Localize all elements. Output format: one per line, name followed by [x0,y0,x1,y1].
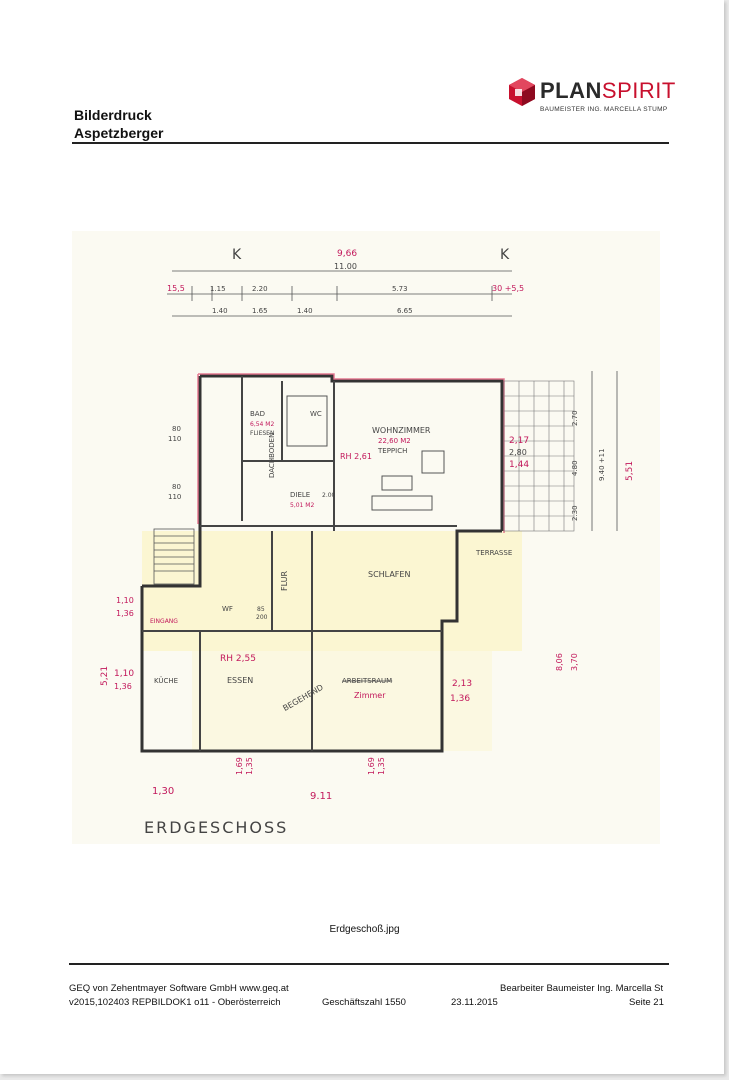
room-zimmer: Zimmer [354,691,386,700]
room-eingang: EINGANG [150,618,178,625]
right-stack-c: 1,44 [509,460,529,470]
room-kueche: KÜCHE [154,676,178,685]
right-far-b: 3,70 [570,653,579,671]
room-essen: ESSEN [227,676,253,685]
room-wc: WC [310,410,322,418]
vert-dim-b: 4.80 [571,460,579,476]
image-caption: Erdgeschoß.jpg [329,924,400,935]
dim-row2-seg2: 1.65 [252,307,268,315]
logo-wordmark: PLANSPIRIT [540,78,676,104]
bottom-mark-d: 1,35 [377,757,386,775]
right-stack-b: 2,80 [509,448,527,457]
dim-row2-seg1: 1.40 [212,307,228,315]
vert-dim-c: 2.30 [571,505,579,521]
room-left-d: 1,36 [114,682,132,691]
dim-top-total: 11.00 [334,262,357,271]
room-dachboden: DACHBODEN [268,433,276,478]
floor-plan-image: K K 9,66 11.00 15,5 1.15 2.20 5.73 30 +5… [72,231,660,844]
header-divider [72,142,669,144]
stairs [153,528,195,585]
logo-subtitle: BAUMEISTER ING. MARCELLA STUMP [540,106,668,113]
interior-walls [142,376,457,751]
dimension-lines-top [167,270,512,317]
planspirit-logo: PLANSPIRIT BAUMEISTER ING. MARCELLA STUM… [508,77,675,123]
footer-version: v2015,102403 REPBILDOK1 o11 - Oberösterr… [69,997,281,1008]
level-b-top: 110 [168,435,181,443]
level-a-top: 80 [172,425,181,433]
flur-dim-b: 200 [256,614,268,621]
vert-dim-a: 2.70 [571,410,579,426]
dim-row-seg4: 5.73 [392,285,408,293]
bottom-mark-c: 1,69 [367,757,376,775]
room-terrasse: TERRASSE [475,549,512,557]
dim-right-total: 9.40 +11 [598,448,606,481]
room-diele: DIELE [290,491,310,499]
terrace-area [503,380,575,532]
grid-mark-right: K [500,247,510,263]
dim-row-seg1: 15,5 [167,284,185,293]
room-right-b: 1,36 [450,694,470,704]
dim-bottom-total: 9.11 [310,791,332,802]
dim-left-red: 5,21 [100,666,110,686]
room-bad-area: 6,54 M2 [250,421,274,428]
logo-brand-part1: PLAN [540,78,602,103]
footer-file-number: Geschäftszahl 1550 [322,997,406,1008]
dim-row2-seg4: 6.65 [397,307,413,315]
header-title-line2: Aspetzberger [74,125,164,141]
dim-top-red: 9,66 [337,249,357,259]
room-left-a: 1,10 [116,596,134,605]
dim-bottom-left: 1,30 [152,786,174,797]
footer-software: GEQ von Zehentmayer Software GmbH www.ge… [69,983,289,994]
cube-logo-icon [509,78,535,106]
room-arbeitsraum: ARBEITSRAUM [342,677,392,685]
room-wohnzimmer: WOHNZIMMER [372,426,431,435]
right-stack-a: 2,17 [509,436,529,446]
dim-row-seg3: 2.20 [252,285,268,293]
living-room-furniture [286,395,445,511]
footer-divider [69,963,669,965]
outer-walls [140,374,504,753]
room-right-a: 2,13 [452,679,472,689]
level-a-mid: 80 [172,483,181,491]
room-bad: BAD [250,410,265,418]
room-flur: FLUR [280,570,289,591]
room-left-c: 1,10 [114,669,134,679]
level-b-mid: 110 [168,493,181,501]
flur-dim-a: 85 [257,606,265,613]
bottom-mark-a: 1,69 [235,757,244,775]
room-wohnzimmer-floor: TEPPICH [377,447,407,455]
dim-row-seg5: 30 +5,5 [492,284,524,293]
room-bad-floor: FLIESEN [250,430,274,437]
dimension-lines-right [591,371,618,531]
floor-plan-drawing: K K 9,66 11.00 15,5 1.15 2.20 5.73 30 +5… [100,247,635,837]
dim-row-seg2: 1.15 [210,285,226,293]
footer-page: Seite 21 [629,997,664,1008]
room-diele-dims: 2.00 [322,492,336,499]
room-wf: WF [222,605,233,613]
logo-brand-part2: SPIRIT [601,78,676,103]
bottom-mark-b: 1,35 [245,757,254,775]
room-diele-area: 5,01 M2 [290,502,314,509]
footer-editor: Bearbeiter Baumeister Ing. Marcella St [500,983,664,994]
plan-title: ERDGESCHOSS [144,818,288,837]
grid-mark-left: K [232,247,242,263]
footer-date: 23.11.2015 [451,997,498,1008]
room-left-b: 1,36 [116,609,134,618]
ceiling-height-top: RH 2,61 [340,452,372,461]
header-title-line1: Bilderdruck [74,107,152,123]
ceiling-height-bottom: RH 2,55 [220,654,256,664]
room-schlafen: SCHLAFEN [368,570,410,579]
paper-tint [192,651,492,751]
dim-right-red: 5,51 [625,461,635,481]
room-wohnzimmer-area: 22,60 M2 [378,437,411,445]
right-far-a: 8,06 [555,653,564,671]
dim-row2-seg3: 1.40 [297,307,313,315]
